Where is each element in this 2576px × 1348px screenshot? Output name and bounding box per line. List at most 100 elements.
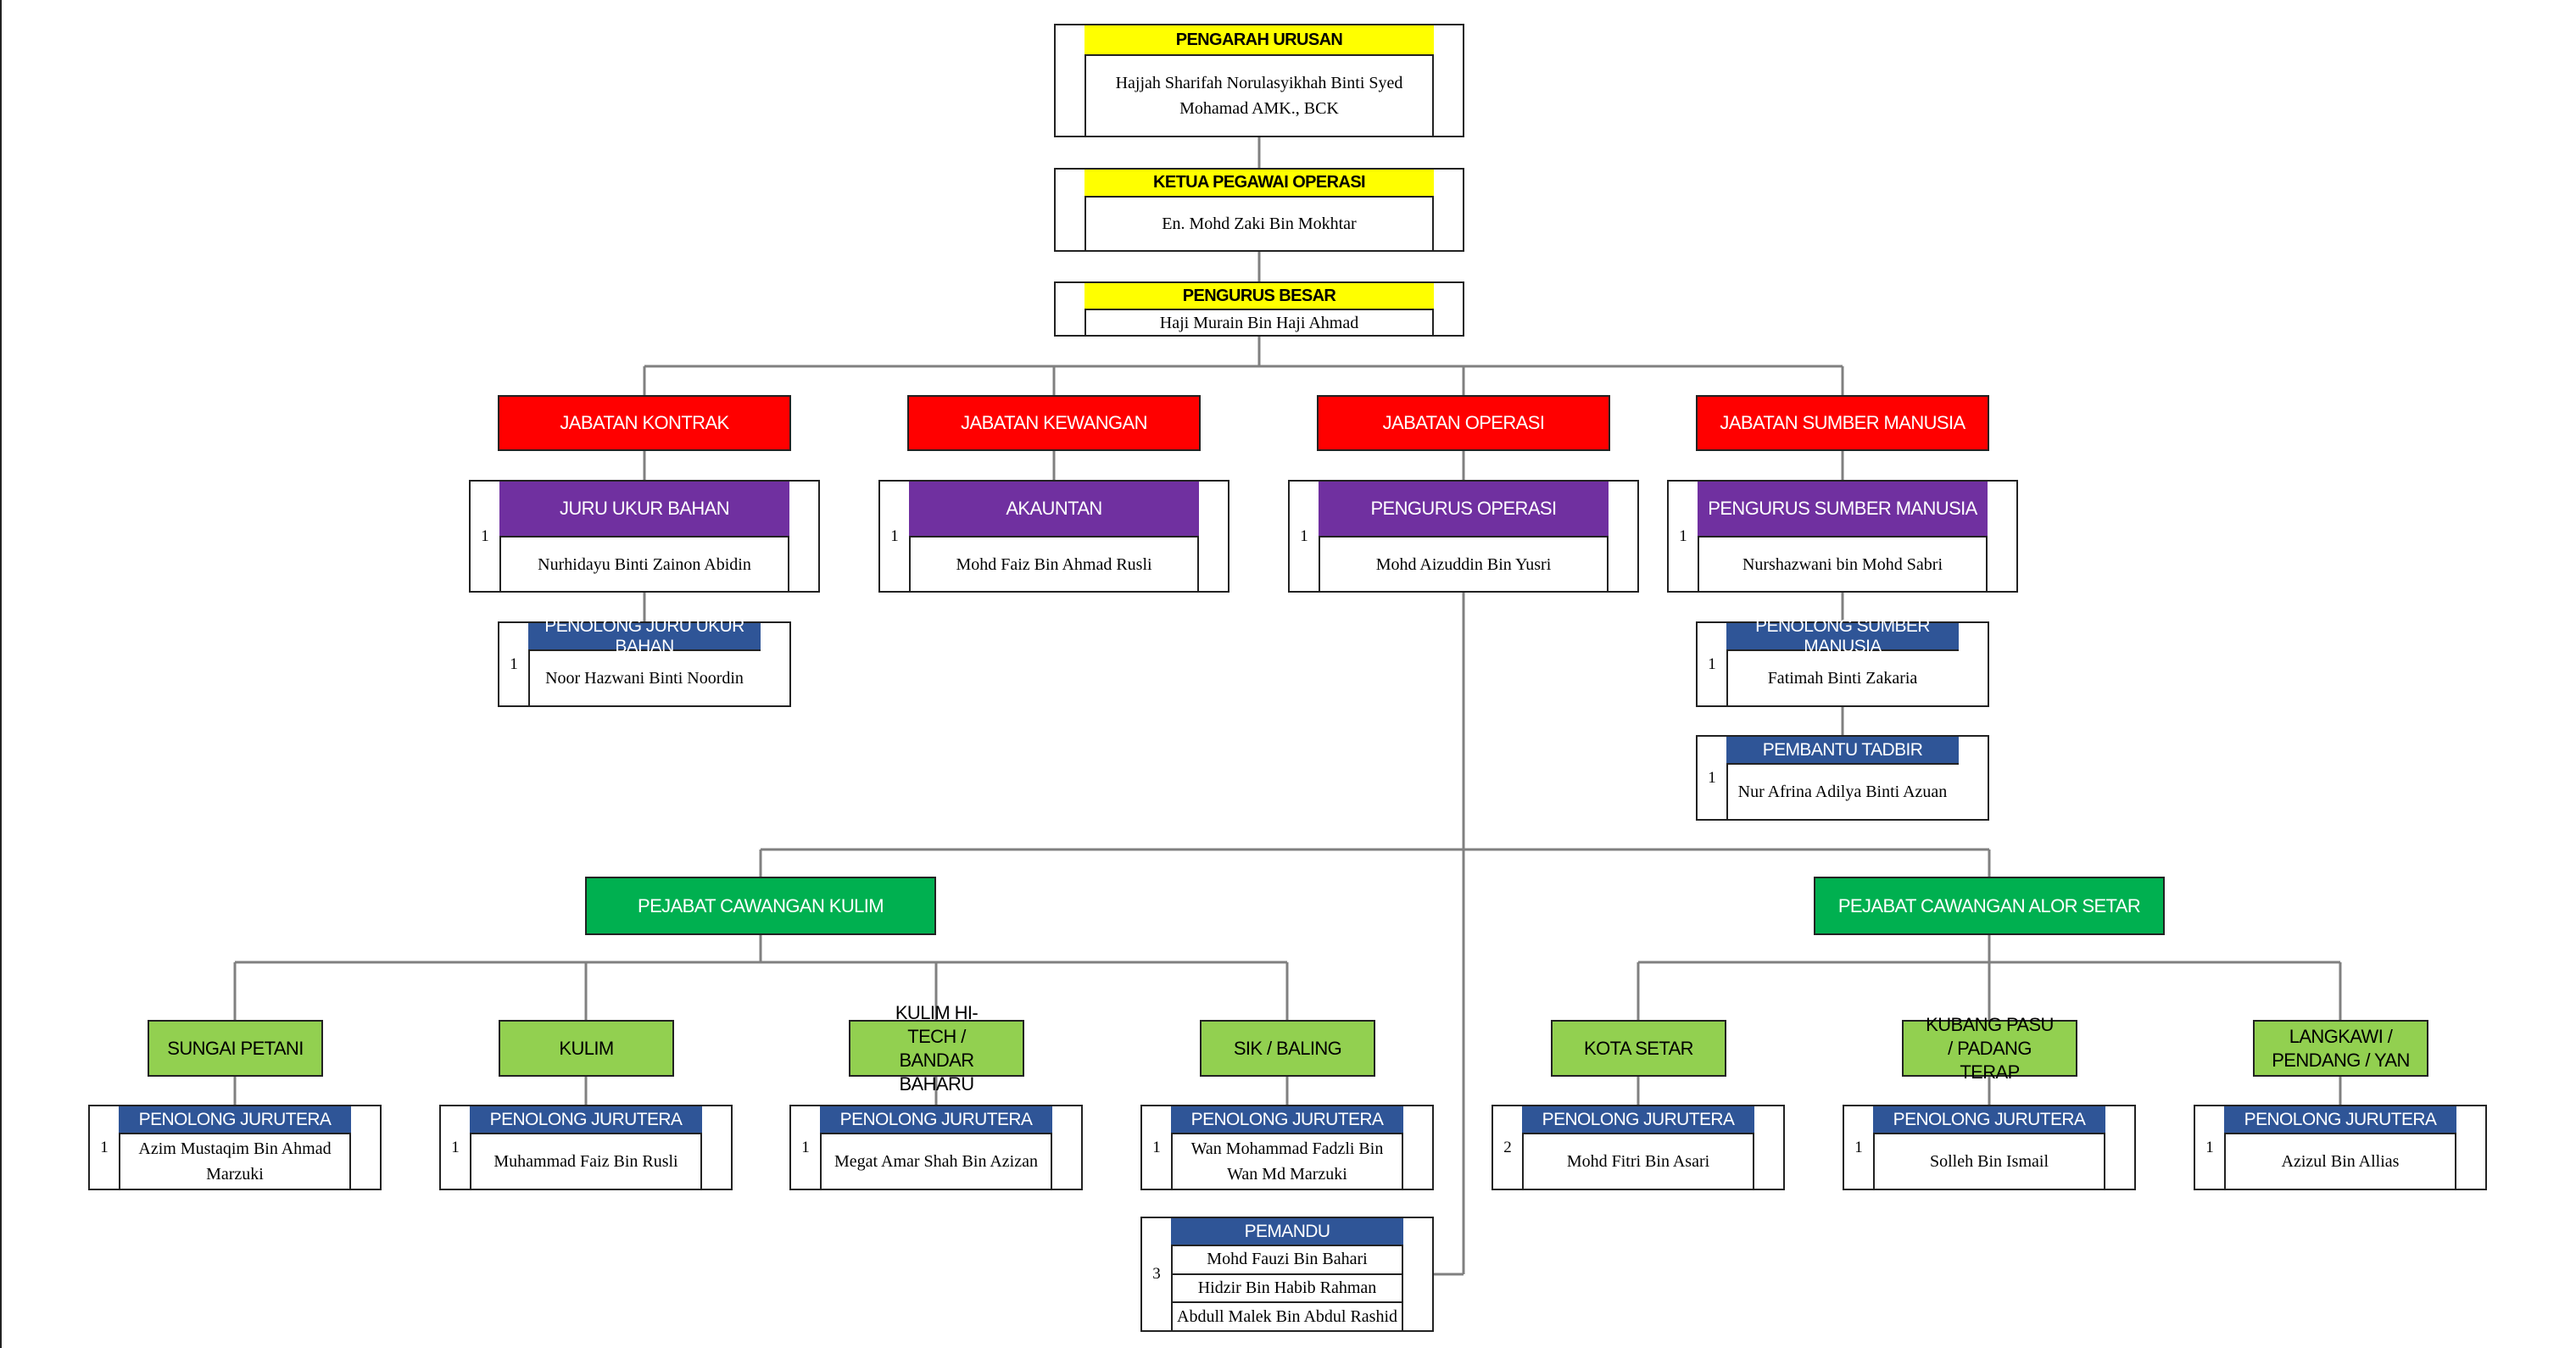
pengurus-operasi-box: 1 PENGURUS OPERASI Mohd Aizuddin Bin Yus… <box>1288 480 1639 593</box>
person-name: Mohd Fauzi Bin Bahari <box>1207 1250 1368 1269</box>
person-name: Abdull Malek Bin Abdul Rashid <box>1171 1301 1403 1330</box>
area-kota-setar: KOTA SETAR <box>1551 1020 1726 1077</box>
count-cell <box>1056 25 1086 136</box>
count-cell: 1 <box>1142 1106 1173 1189</box>
executive-name: En. Mohd Zaki Bin Mokhtar <box>1162 214 1357 233</box>
count-cell: 1 <box>2195 1106 2226 1189</box>
count-cell <box>1056 170 1086 250</box>
right-cell <box>1051 1106 1081 1189</box>
pengurus-besar-box: PENGURUS BESAR Haji Murain Bin Haji Ahma… <box>1054 281 1464 337</box>
position-title: PEMBANTU TADBIR <box>1726 737 1959 765</box>
akauntan-box: 1 AKAUNTAN Mohd Faiz Bin Ahmad Rusli <box>878 480 1229 593</box>
department-kontrak: JABATAN KONTRAK <box>498 395 791 451</box>
right-cell <box>1402 1218 1432 1330</box>
person-name: Muhammad Faiz Bin Rusli <box>493 1152 678 1171</box>
count-cell: 1 <box>1698 623 1728 705</box>
right-cell <box>1607 482 1637 591</box>
pengarah-urusan-box: PENGARAH URUSAN Hajjah Sharifah Norulasy… <box>1054 24 1464 137</box>
person-name: Nurhidayu Binti Zainon Abidin <box>538 554 751 574</box>
person-name: Hidzir Bin Habib Rahman <box>1171 1273 1403 1302</box>
right-cell <box>700 1106 731 1189</box>
page-left-border <box>0 0 2 1348</box>
count-cell: 1 <box>441 1106 471 1189</box>
position-title: PENGURUS SUMBER MANUSIA <box>1698 482 1988 538</box>
pengurus-sumber-manusia-box: 1 PENGURUS SUMBER MANUSIA Nurshazwani bi… <box>1667 480 2018 593</box>
person-name: Fatimah Binti Zakaria <box>1767 669 1918 688</box>
position-title: PENOLONG JURUTERA <box>119 1106 351 1134</box>
area-staff-box: 1 PENOLONG JURUTERA Wan Mohammad Fadzli … <box>1140 1105 1434 1190</box>
right-cell <box>1986 482 2016 591</box>
count-cell: 2 <box>1493 1106 1524 1189</box>
right-cell <box>349 1106 380 1189</box>
department-sumber-manusia: JABATAN SUMBER MANUSIA <box>1696 395 1989 451</box>
pembantu-tadbir-box: 1 PEMBANTU TADBIR Nur Afrina Adilya Bint… <box>1696 735 1989 821</box>
area-sungai-petani: SUNGAI PETANI <box>148 1020 323 1077</box>
juru-ukur-bahan-box: 1 JURU UKUR BAHAN Nurhidayu Binti Zainon… <box>469 480 820 593</box>
position-title: JURU UKUR BAHAN <box>499 482 789 538</box>
area-staff-box: 1 PENOLONG JURUTERA Azizul Bin Allias <box>2194 1105 2487 1190</box>
person-name: Nur Afrina Adilya Binti Azuan <box>1737 783 1948 801</box>
count-cell: 3 <box>1142 1218 1173 1330</box>
department-operasi: JABATAN OPERASI <box>1317 395 1610 451</box>
count-cell: 1 <box>90 1106 120 1189</box>
count-cell: 1 <box>880 482 911 591</box>
pemandu-box: 3 PEMANDU Mohd Fauzi Bin Bahari Hidzir B… <box>1140 1217 1434 1332</box>
right-cell <box>1197 482 1228 591</box>
position-title: AKAUNTAN <box>909 482 1199 538</box>
count-cell: 1 <box>499 623 530 705</box>
position-title: PENOLONG JURUTERA <box>1873 1106 2105 1134</box>
person-name: Megat Amar Shah Bin Azizan <box>834 1152 1038 1171</box>
pemandu-name-list: Mohd Fauzi Bin Bahari Hidzir Bin Habib R… <box>1171 1246 1403 1330</box>
position-title: PENOLONG JURUTERA <box>1522 1106 1754 1134</box>
right-cell <box>1432 283 1463 335</box>
right-cell <box>2455 1106 2485 1189</box>
area-kulim-hi-tech: KULIM HI-TECH / BANDAR BAHARU <box>849 1002 1024 1095</box>
branch-kulim: PEJABAT CAWANGAN KULIM <box>585 877 936 935</box>
count-cell: 1 <box>1290 482 1320 591</box>
position-title: PEMANDU <box>1171 1218 1403 1246</box>
penolong-juru-ukur-bahan-box: 1 PENOLONG JURU UKUR BAHAN Noor Hazwani … <box>498 616 791 707</box>
person-name: Solleh Bin Ismail <box>1930 1152 2049 1171</box>
executive-title: PENGARAH URUSAN <box>1084 25 1434 56</box>
area-kulim: KULIM <box>499 1020 674 1077</box>
position-title: PENOLONG JURU UKUR BAHAN <box>528 616 761 656</box>
right-cell <box>2104 1106 2134 1189</box>
position-title: PENOLONG JURUTERA <box>2224 1106 2456 1134</box>
area-sik-baling: SIK / BALING <box>1200 1020 1375 1077</box>
position-title: PENOLONG JURUTERA <box>1171 1106 1403 1134</box>
department-kewangan: JABATAN KEWANGAN <box>907 395 1201 451</box>
person-name: Wan Mohammad Fadzli Bin Wan Md Marzuki <box>1190 1139 1384 1184</box>
area-staff-box: 1 PENOLONG JURUTERA Megat Amar Shah Bin … <box>789 1105 1083 1190</box>
executive-name: Hajjah Sharifah Norulasyikhah Binti Syed… <box>1115 74 1403 118</box>
count-cell: 1 <box>1669 482 1699 591</box>
executive-title: PENGURUS BESAR <box>1084 283 1434 310</box>
right-cell <box>1432 25 1463 136</box>
area-langkawi: LANGKAWI / PENDANG / YAN <box>2253 1020 2428 1077</box>
count-cell: 1 <box>471 482 501 591</box>
penolong-sumber-manusia-box: 1 PENOLONG SUMBER MANUSIA Fatimah Binti … <box>1696 616 1989 707</box>
person-name: Azim Mustaqim Bin Ahmad Marzuki <box>138 1139 332 1184</box>
count-cell: 1 <box>1844 1106 1875 1189</box>
executive-title: KETUA PEGAWAI OPERASI <box>1084 170 1434 198</box>
area-staff-box: 2 PENOLONG JURUTERA Mohd Fitri Bin Asari <box>1492 1105 1785 1190</box>
count-cell <box>1056 283 1086 335</box>
right-cell <box>1402 1106 1432 1189</box>
area-staff-box: 1 PENOLONG JURUTERA Azim Mustaqim Bin Ah… <box>88 1105 382 1190</box>
person-name: Mohd Faiz Bin Ahmad Rusli <box>956 554 1152 574</box>
area-staff-box: 1 PENOLONG JURUTERA Muhammad Faiz Bin Ru… <box>439 1105 733 1190</box>
right-cell <box>788 482 818 591</box>
person-name: Azizul Bin Allias <box>2281 1152 2400 1171</box>
person-name: Nurshazwani bin Mohd Sabri <box>1742 554 1943 574</box>
position-title: PENOLONG JURUTERA <box>470 1106 702 1134</box>
right-cell <box>1753 1106 1783 1189</box>
person-name: Mohd Fitri Bin Asari <box>1566 1152 1710 1171</box>
right-cell <box>1432 170 1463 250</box>
area-kubang-pasu: KUBANG PASU / PADANG TERAP <box>1902 1014 2077 1083</box>
count-cell: 1 <box>791 1106 822 1189</box>
area-staff-box: 1 PENOLONG JURUTERA Solleh Bin Ismail <box>1843 1105 2136 1190</box>
person-name: Noor Hazwani Binti Noordin <box>545 669 744 688</box>
position-title: PENOLONG JURUTERA <box>820 1106 1052 1134</box>
count-cell: 1 <box>1698 737 1728 819</box>
